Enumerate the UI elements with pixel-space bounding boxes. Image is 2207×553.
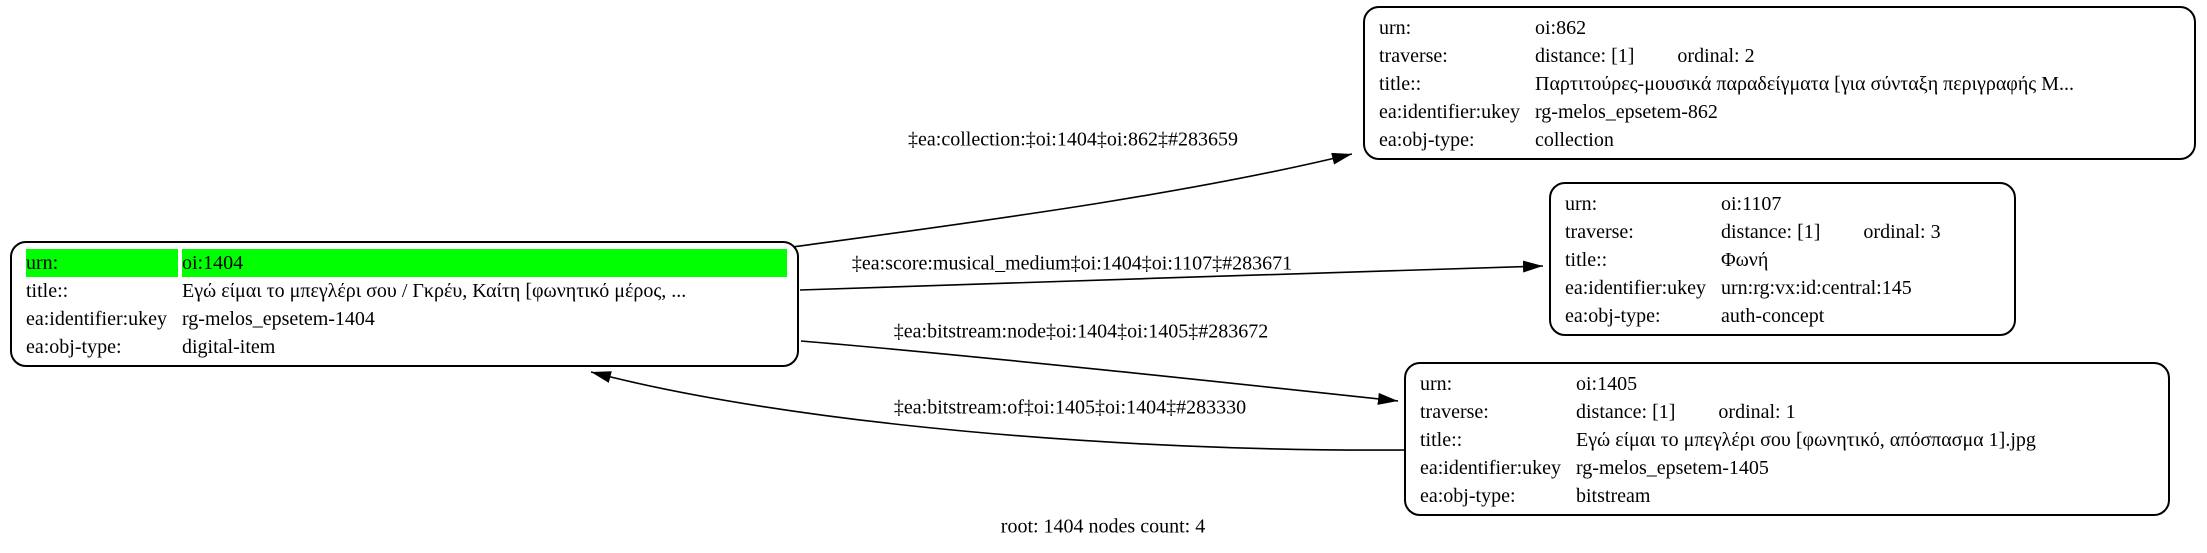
row-label: ea:identifier:ukey	[1420, 457, 1562, 479]
row-label: urn:	[1565, 193, 1598, 215]
row-value: urn:rg:vx:id:central:145	[1721, 277, 1912, 299]
node-row-urn: urn: oi:1404	[26, 249, 787, 277]
row-label: title::	[1379, 73, 1422, 95]
node-row-obj-type: ea:obj-type: auth-concept	[1565, 302, 2004, 330]
node-row-identifier-ukey: ea:identifier:ukey urn:rg:vx:id:central:…	[1565, 274, 2004, 302]
row-value: Παρτιτούρες-μουσικά παραδείγματα [για σύ…	[1535, 73, 2075, 95]
edge-label-score-musical-medium: ‡ea:score:musical_medium‡oi:1404‡oi:1107…	[851, 252, 1293, 275]
row-label: ea:identifier:ukey	[1565, 277, 1707, 299]
row-label: ea:obj-type:	[1379, 129, 1475, 151]
row-value: distance: [1] ordinal: 3	[1721, 218, 2004, 246]
node-row-title: title:: Παρτιτούρες-μουσικά παραδείγματα…	[1379, 70, 2184, 98]
row-value: distance: [1] ordinal: 1	[1576, 398, 2158, 426]
row-value: distance: [1] ordinal: 2	[1535, 42, 2184, 70]
node-row-identifier-ukey: ea:identifier:ukey rg-melos_epsetem-1405	[1420, 454, 2158, 482]
traverse-ordinal: ordinal: 3	[1863, 221, 1941, 243]
node-oi-1404: urn: oi:1404 title:: Εγώ είμαι το μπεγλέ…	[10, 241, 799, 367]
edge-label-bitstream-node: ‡ea:bitstream:node‡oi:1404‡oi:1405‡#2836…	[893, 320, 1269, 343]
row-value: Εγώ είμαι το μπεγλέρι σου / Γκρέυ, Καίτη…	[182, 280, 687, 302]
node-oi-1405: urn: oi:1405 traverse: distance: [1] ord…	[1404, 362, 2170, 516]
row-value: rg-melos_epsetem-1404	[182, 308, 375, 330]
row-value: Φωνή	[1721, 249, 1769, 271]
traverse-distance: distance: [1]	[1721, 221, 1821, 243]
row-label: urn:	[1420, 373, 1453, 395]
row-label: ea:obj-type:	[1420, 485, 1516, 507]
row-value: digital-item	[182, 336, 276, 358]
node-row-identifier-ukey: ea:identifier:ukey rg-melos_epsetem-1404	[26, 305, 787, 333]
graph-footer: root: 1404 nodes count: 4	[1000, 515, 1206, 538]
row-value: collection	[1535, 129, 1614, 151]
traverse-ordinal: ordinal: 1	[1718, 401, 1796, 423]
edge-collection	[792, 152, 1353, 248]
row-label: title::	[26, 280, 69, 302]
node-row-obj-type: ea:obj-type: bitstream	[1420, 482, 2158, 510]
edge-bitstream-of	[590, 371, 1405, 451]
row-label: ea:identifier:ukey	[26, 308, 168, 330]
node-row-obj-type: ea:obj-type: digital-item	[26, 333, 787, 361]
edge-label-bitstream-of: ‡ea:bitstream:of‡oi:1405‡oi:1404‡#283330	[893, 396, 1247, 419]
row-label: traverse:	[1420, 401, 1489, 423]
row-label: traverse:	[1565, 221, 1634, 243]
node-row-traverse: traverse: distance: [1] ordinal: 2	[1379, 42, 2184, 70]
row-label: urn:	[1379, 17, 1412, 39]
row-label: ea:obj-type:	[1565, 305, 1661, 327]
edge-bitstream-node	[800, 340, 1399, 405]
traverse-ordinal: ordinal: 2	[1677, 45, 1755, 67]
node-row-identifier-ukey: ea:identifier:ukey rg-melos_epsetem-862	[1379, 98, 2184, 126]
traverse-distance: distance: [1]	[1576, 401, 1676, 423]
row-label: traverse:	[1379, 45, 1448, 67]
row-value: rg-melos_epsetem-1405	[1576, 457, 1769, 479]
node-row-urn: urn: oi:1405	[1420, 370, 2158, 398]
node-row-title: title:: Εγώ είμαι το μπεγλέρι σου / Γκρέ…	[26, 277, 787, 305]
node-oi-1107: urn: oi:1107 traverse: distance: [1] ord…	[1549, 182, 2016, 336]
node-row-obj-type: ea:obj-type: collection	[1379, 126, 2184, 154]
traverse-distance: distance: [1]	[1535, 45, 1635, 67]
node-row-title: title:: Φωνή	[1565, 246, 2004, 274]
row-value: oi:862	[1535, 17, 1587, 39]
row-label: title::	[1420, 429, 1463, 451]
row-value: oi:1107	[1721, 193, 1782, 215]
node-row-title: title:: Εγώ είμαι το μπεγλέρι σου [φωνητ…	[1420, 426, 2158, 454]
node-row-traverse: traverse: distance: [1] ordinal: 1	[1420, 398, 2158, 426]
row-value: Εγώ είμαι το μπεγλέρι σου [φωνητικό, από…	[1576, 429, 2036, 451]
row-value: oi:1404	[182, 249, 787, 277]
row-label: urn:	[26, 249, 178, 277]
edge-score-musical-medium	[799, 260, 1544, 291]
node-row-traverse: traverse: distance: [1] ordinal: 3	[1565, 218, 2004, 246]
row-value: bitstream	[1576, 485, 1651, 507]
row-label: ea:obj-type:	[26, 336, 122, 358]
node-row-urn: urn: oi:862	[1379, 14, 2184, 42]
row-value: oi:1405	[1576, 373, 1638, 395]
row-label: title::	[1565, 249, 1608, 271]
node-oi-862: urn: oi:862 traverse: distance: [1] ordi…	[1363, 6, 2196, 160]
node-row-urn: urn: oi:1107	[1565, 190, 2004, 218]
row-value: auth-concept	[1721, 305, 1825, 327]
row-label: ea:identifier:ukey	[1379, 101, 1521, 123]
edge-label-collection: ‡ea:collection:‡oi:1404‡oi:862‡#283659	[908, 128, 1238, 151]
row-value: rg-melos_epsetem-862	[1535, 101, 1718, 123]
